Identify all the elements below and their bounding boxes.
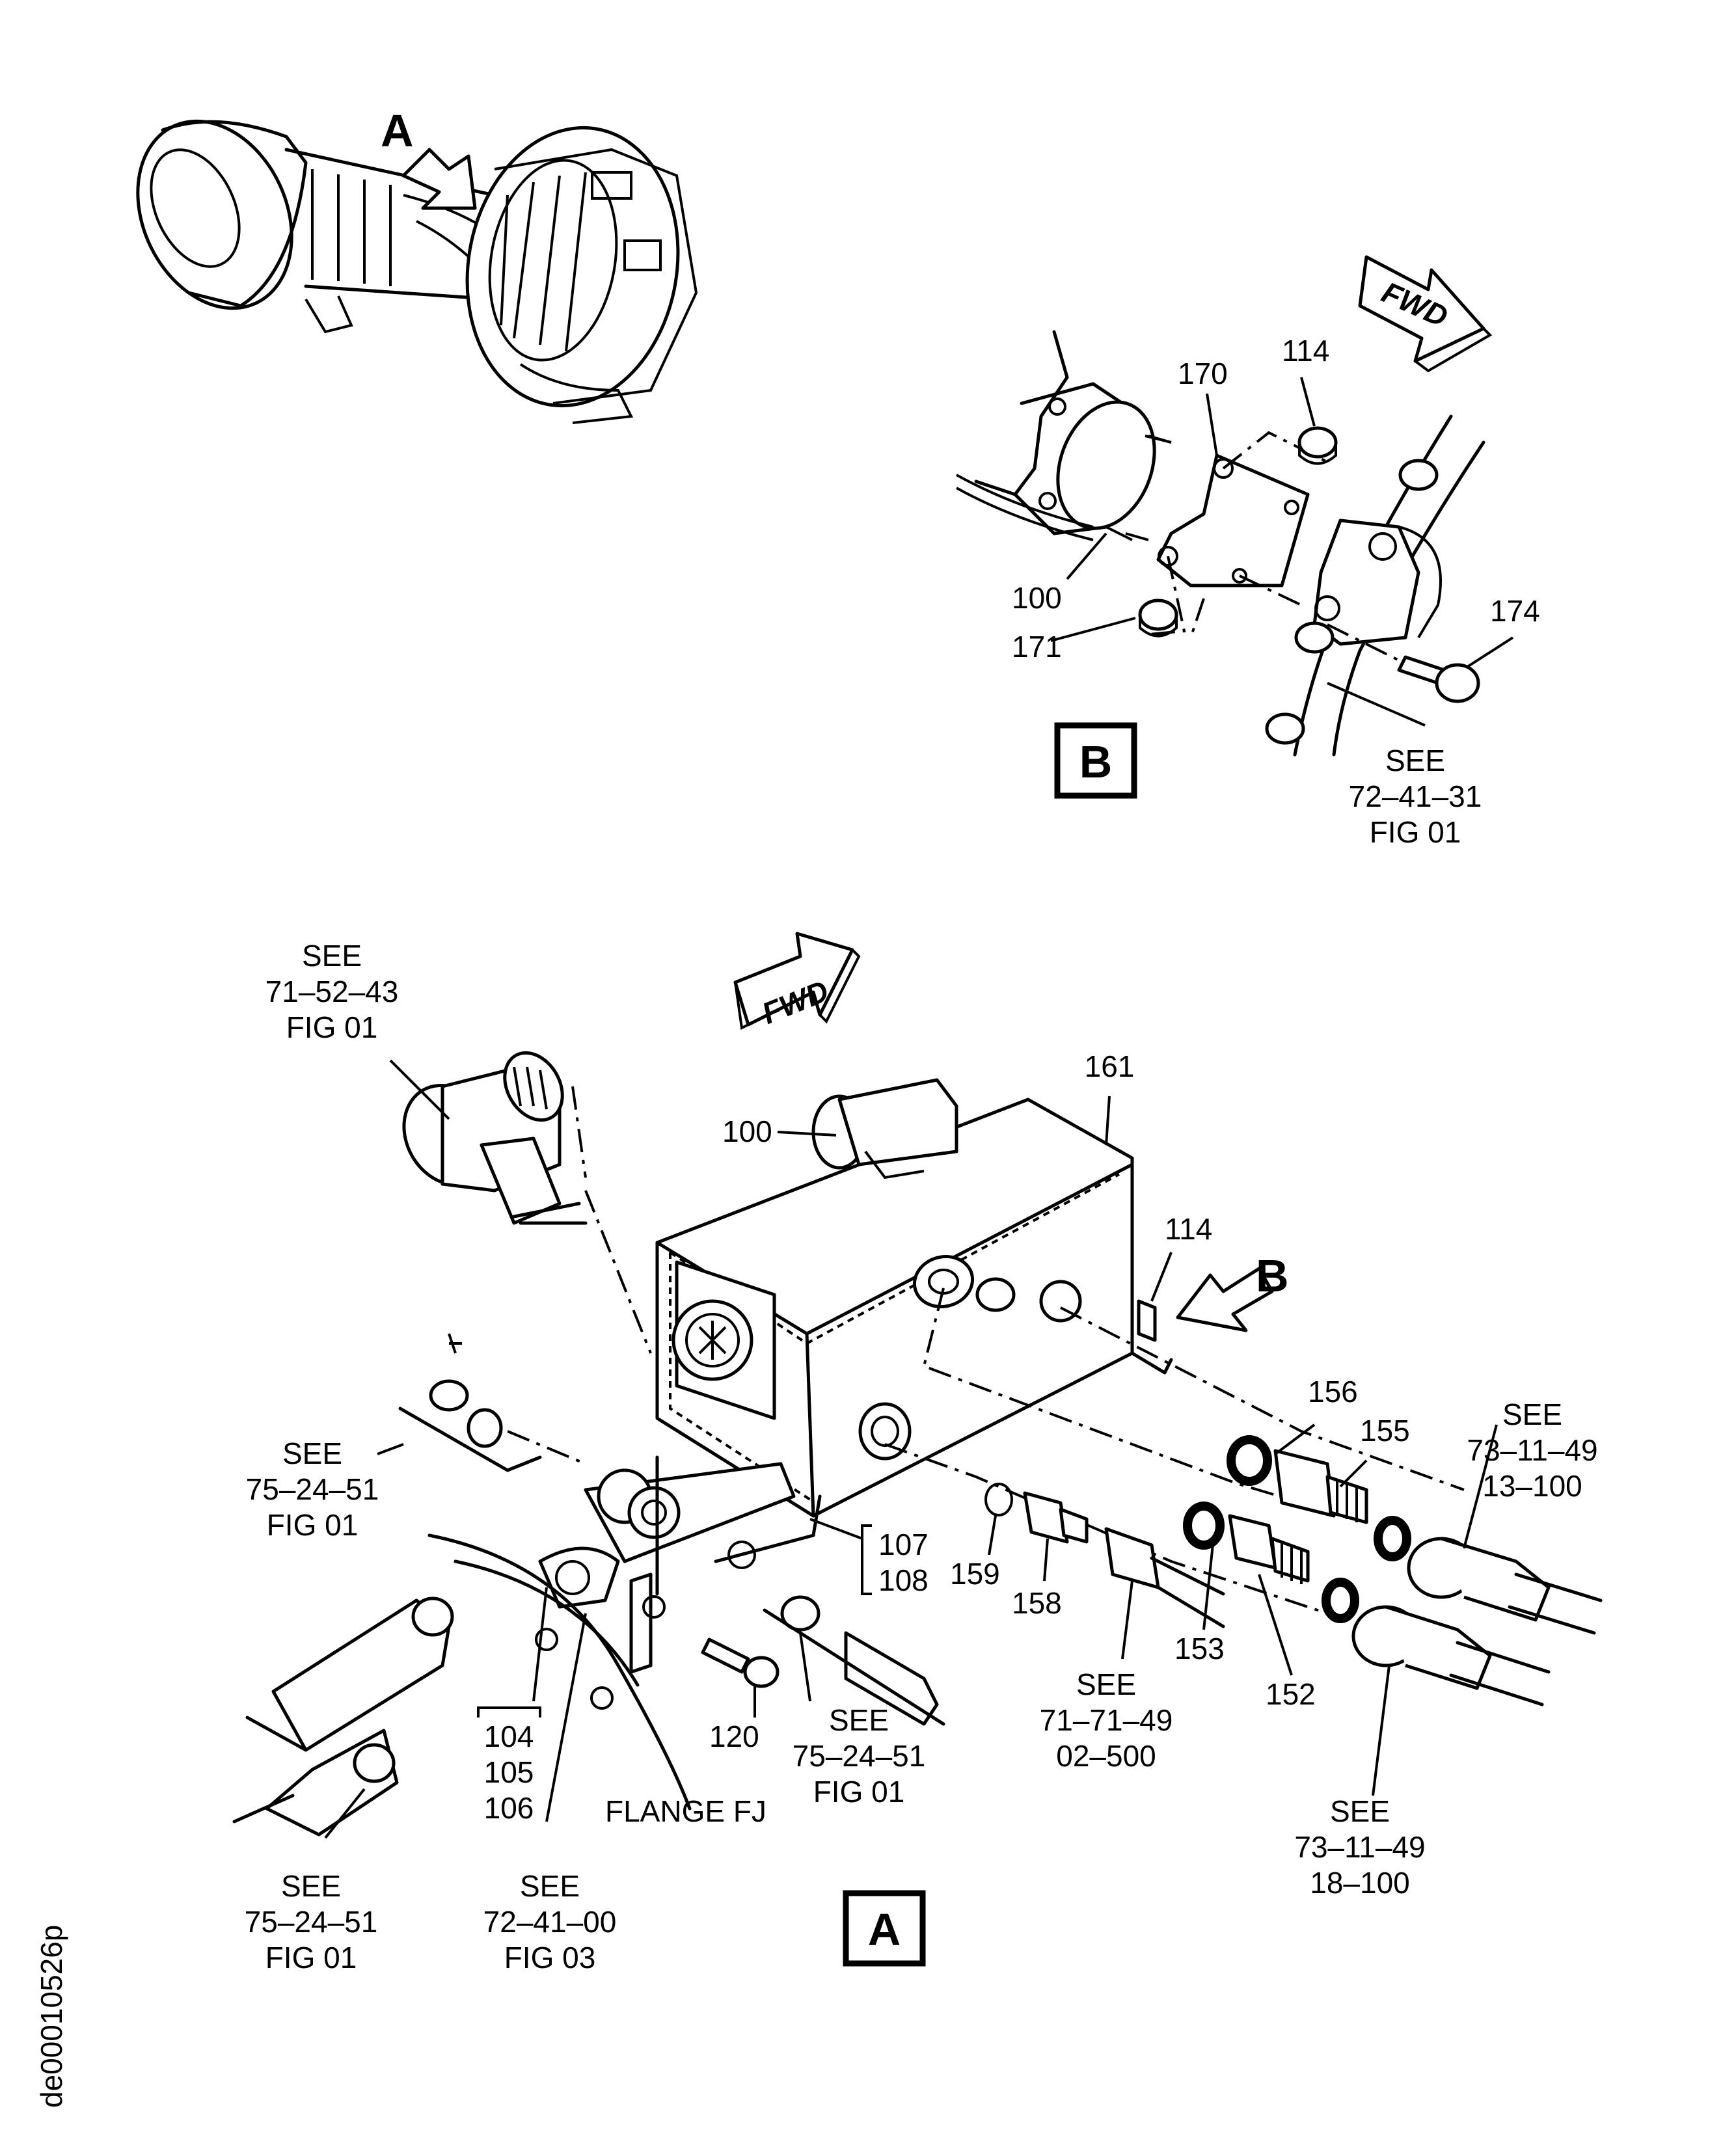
svg-text:107: 107 [878,1528,929,1561]
seal-152-aft [1322,1578,1359,1623]
svg-text:SEE: SEE [282,1436,342,1470]
ref-73-11-49-13-100: SEE 73–11–49 13–100 [1467,1397,1597,1503]
svg-text:72–41–31: 72–41–31 [1349,779,1482,813]
svg-text:73–11–49: 73–11–49 [1294,1830,1425,1864]
fwd-arrow-upper: FWD [1358,255,1493,373]
callout-159: 159 [950,1557,1000,1591]
svg-text:104: 104 [484,1719,534,1753]
view-a-locator-label: A [381,105,414,156]
sensor-box-161 [655,1078,1173,1518]
svg-text:108: 108 [878,1563,929,1597]
callout-104-106: 104 105 106 [484,1719,534,1825]
svg-text:FIG 01: FIG 01 [286,1010,378,1044]
svg-text:B: B [1079,736,1113,787]
svg-text:SEE: SEE [829,1703,889,1737]
ref-75-24-51-upper: SEE 75–24–51 FIG 01 [246,1436,379,1542]
view-b-detail: FWD [956,255,1540,849]
view-b-box: B [1054,722,1137,799]
bracket-107-108 [861,1524,872,1595]
seal-156 [1227,1435,1272,1486]
callout-100-b: 100 [1012,581,1062,615]
engine-overview-illustration: A [136,105,698,424]
svg-text:71–71–49: 71–71–49 [1040,1703,1173,1737]
svg-text:75–24–51: 75–24–51 [245,1905,378,1939]
svg-text:71–52–43: 71–52–43 [265,975,399,1008]
tube-71-71-49 [1104,1527,1225,1628]
figure-id: de00010526p [34,1925,68,2108]
seal-153 [1183,1502,1225,1550]
view-b-locator-label: B [1256,1250,1289,1301]
callout-171: 171 [1012,630,1062,664]
svg-text:13–100: 13–100 [1482,1469,1582,1503]
linkage-bracket [538,1455,822,1674]
view-a-detail: FWD [232,932,1603,1974]
ref-75-24-51-lower: SEE 75–24–51 FIG 01 [245,1869,378,1974]
callout-114-a: 114 [1165,1212,1212,1246]
callout-155: 155 [1360,1414,1410,1448]
callout-158: 158 [1012,1586,1062,1620]
fitting-152 [1228,1514,1310,1584]
svg-text:SEE: SEE [302,939,362,973]
svg-text:75–24–51: 75–24–51 [793,1739,926,1773]
callout-107-108: 107 108 [878,1528,929,1597]
svg-text:SEE: SEE [281,1869,341,1903]
callout-114-b: 114 [1282,334,1329,368]
svg-text:A: A [868,1904,901,1955]
svg-text:SEE: SEE [1502,1397,1562,1431]
electrical-connector-plug [402,1051,652,1354]
seal-155-aft [1374,1516,1411,1561]
view-a-locator-arrow [401,148,477,210]
svg-text:SEE: SEE [520,1869,580,1903]
callout-170: 170 [1178,357,1228,390]
svg-text:105: 105 [484,1755,534,1789]
svg-text:02–500: 02–500 [1056,1739,1156,1773]
hose-18-100 [1351,1605,1551,1706]
callout-156: 156 [1308,1375,1358,1408]
nut-114-b [1297,426,1338,465]
svg-text:FIG 01: FIG 01 [265,1941,357,1974]
flange-fj-label: FLANGE FJ [605,1794,766,1828]
ref-71-52-43: SEE 71–52–43 FIG 01 [265,939,399,1044]
fwd-arrow-lower: FWD [733,932,861,1031]
view-a-box: A [843,1890,926,1967]
svg-text:FIG 01: FIG 01 [813,1775,905,1809]
rod-end-upper [245,1597,454,1752]
ref-72-41-31: SEE 72–41–31 FIG 01 [1349,744,1482,849]
bolt-174 [1327,623,1480,703]
svg-text:18–100: 18–100 [1310,1866,1410,1900]
bolt-120 [701,1637,780,1688]
bracket-104-106 [477,1706,541,1718]
seal-159 [984,1483,1013,1516]
callout-152: 152 [1266,1677,1316,1711]
callout-120: 120 [709,1719,759,1753]
fitting-155 [1273,1449,1368,1524]
svg-text:73–11–49: 73–11–49 [1467,1433,1597,1467]
callout-174: 174 [1490,594,1540,628]
svg-text:FIG 01: FIG 01 [267,1508,359,1542]
view-b-locator-arrow: B [1176,1250,1289,1332]
ref-75-24-51-right: SEE 75–24–51 FIG 01 [793,1703,926,1809]
svg-text:75–24–51: 75–24–51 [246,1472,379,1506]
svg-text:106: 106 [484,1791,534,1825]
svg-text:SEE: SEE [1076,1667,1136,1701]
hose-13-100 [1407,1537,1603,1635]
callout-153: 153 [1174,1632,1225,1665]
ref-72-41-00: SEE 72–41–00 FIG 03 [483,1869,617,1974]
ref-73-11-49-18-100: SEE 73–11–49 18–100 [1294,1794,1425,1900]
callout-100-a: 100 [722,1114,772,1148]
svg-text:SEE: SEE [1385,744,1445,777]
callout-161: 161 [1085,1049,1135,1083]
rod-end-lower [232,1729,399,1837]
svg-text:FIG 03: FIG 03 [504,1941,596,1974]
svg-text:SEE: SEE [1330,1794,1390,1828]
svg-text:FIG 01: FIG 01 [1370,815,1461,849]
ref-71-71-49: SEE 71–71–49 02–500 [1040,1667,1173,1773]
fitting-158 [1023,1491,1089,1544]
nut-171 [1138,599,1178,638]
svg-text:72–41–00: 72–41–00 [483,1905,617,1939]
